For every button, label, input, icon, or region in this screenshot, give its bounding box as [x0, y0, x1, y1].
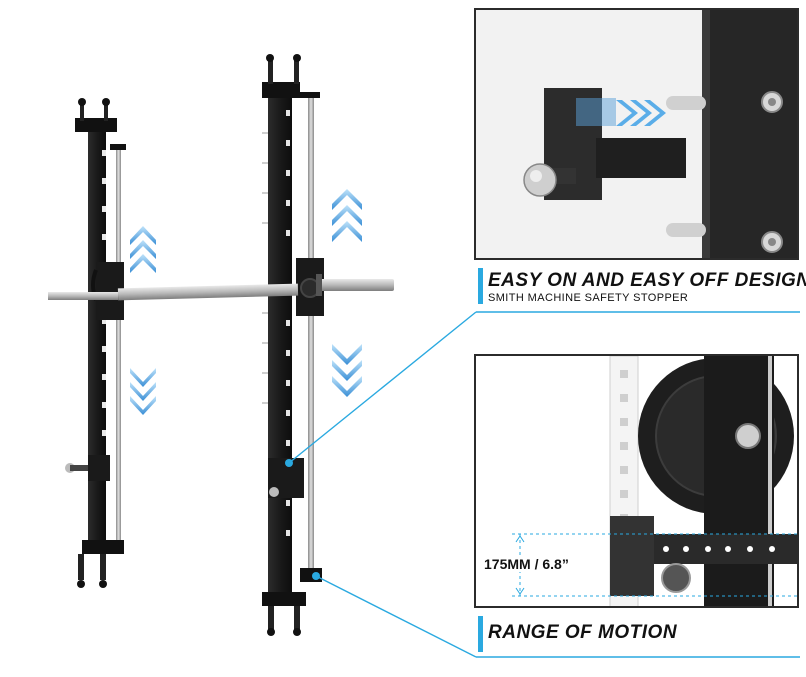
- down-arrow-right: [332, 344, 362, 397]
- right-upright-post: [262, 54, 324, 636]
- barbell: [48, 274, 394, 301]
- caption-accent-bar: [478, 616, 483, 652]
- range-dimension-label: 175MM / 6.8”: [482, 556, 571, 572]
- stopper-caption-title: EASY ON AND EASY OFF DESIGN: [488, 270, 806, 291]
- caption-accent-bar: [478, 268, 483, 304]
- range-of-motion-inset: 175MM / 6.8”: [474, 354, 799, 608]
- range-of-motion-image: [476, 356, 797, 606]
- callout-leader-bottom: [312, 572, 800, 658]
- slide-direction-icon: [616, 100, 666, 126]
- up-arrow-right: [332, 189, 362, 242]
- up-arrow-left: [130, 226, 156, 273]
- stopper-caption-subtitle: SMITH MACHINE SAFETY STOPPER: [488, 292, 689, 304]
- left-upright-post: [65, 98, 126, 588]
- callout-leader-top: [285, 311, 800, 467]
- down-arrow-left: [130, 368, 156, 415]
- stopper-detail-image: [476, 10, 797, 258]
- stopper-detail-inset: [474, 8, 799, 260]
- range-caption-title: RANGE OF MOTION: [488, 622, 678, 643]
